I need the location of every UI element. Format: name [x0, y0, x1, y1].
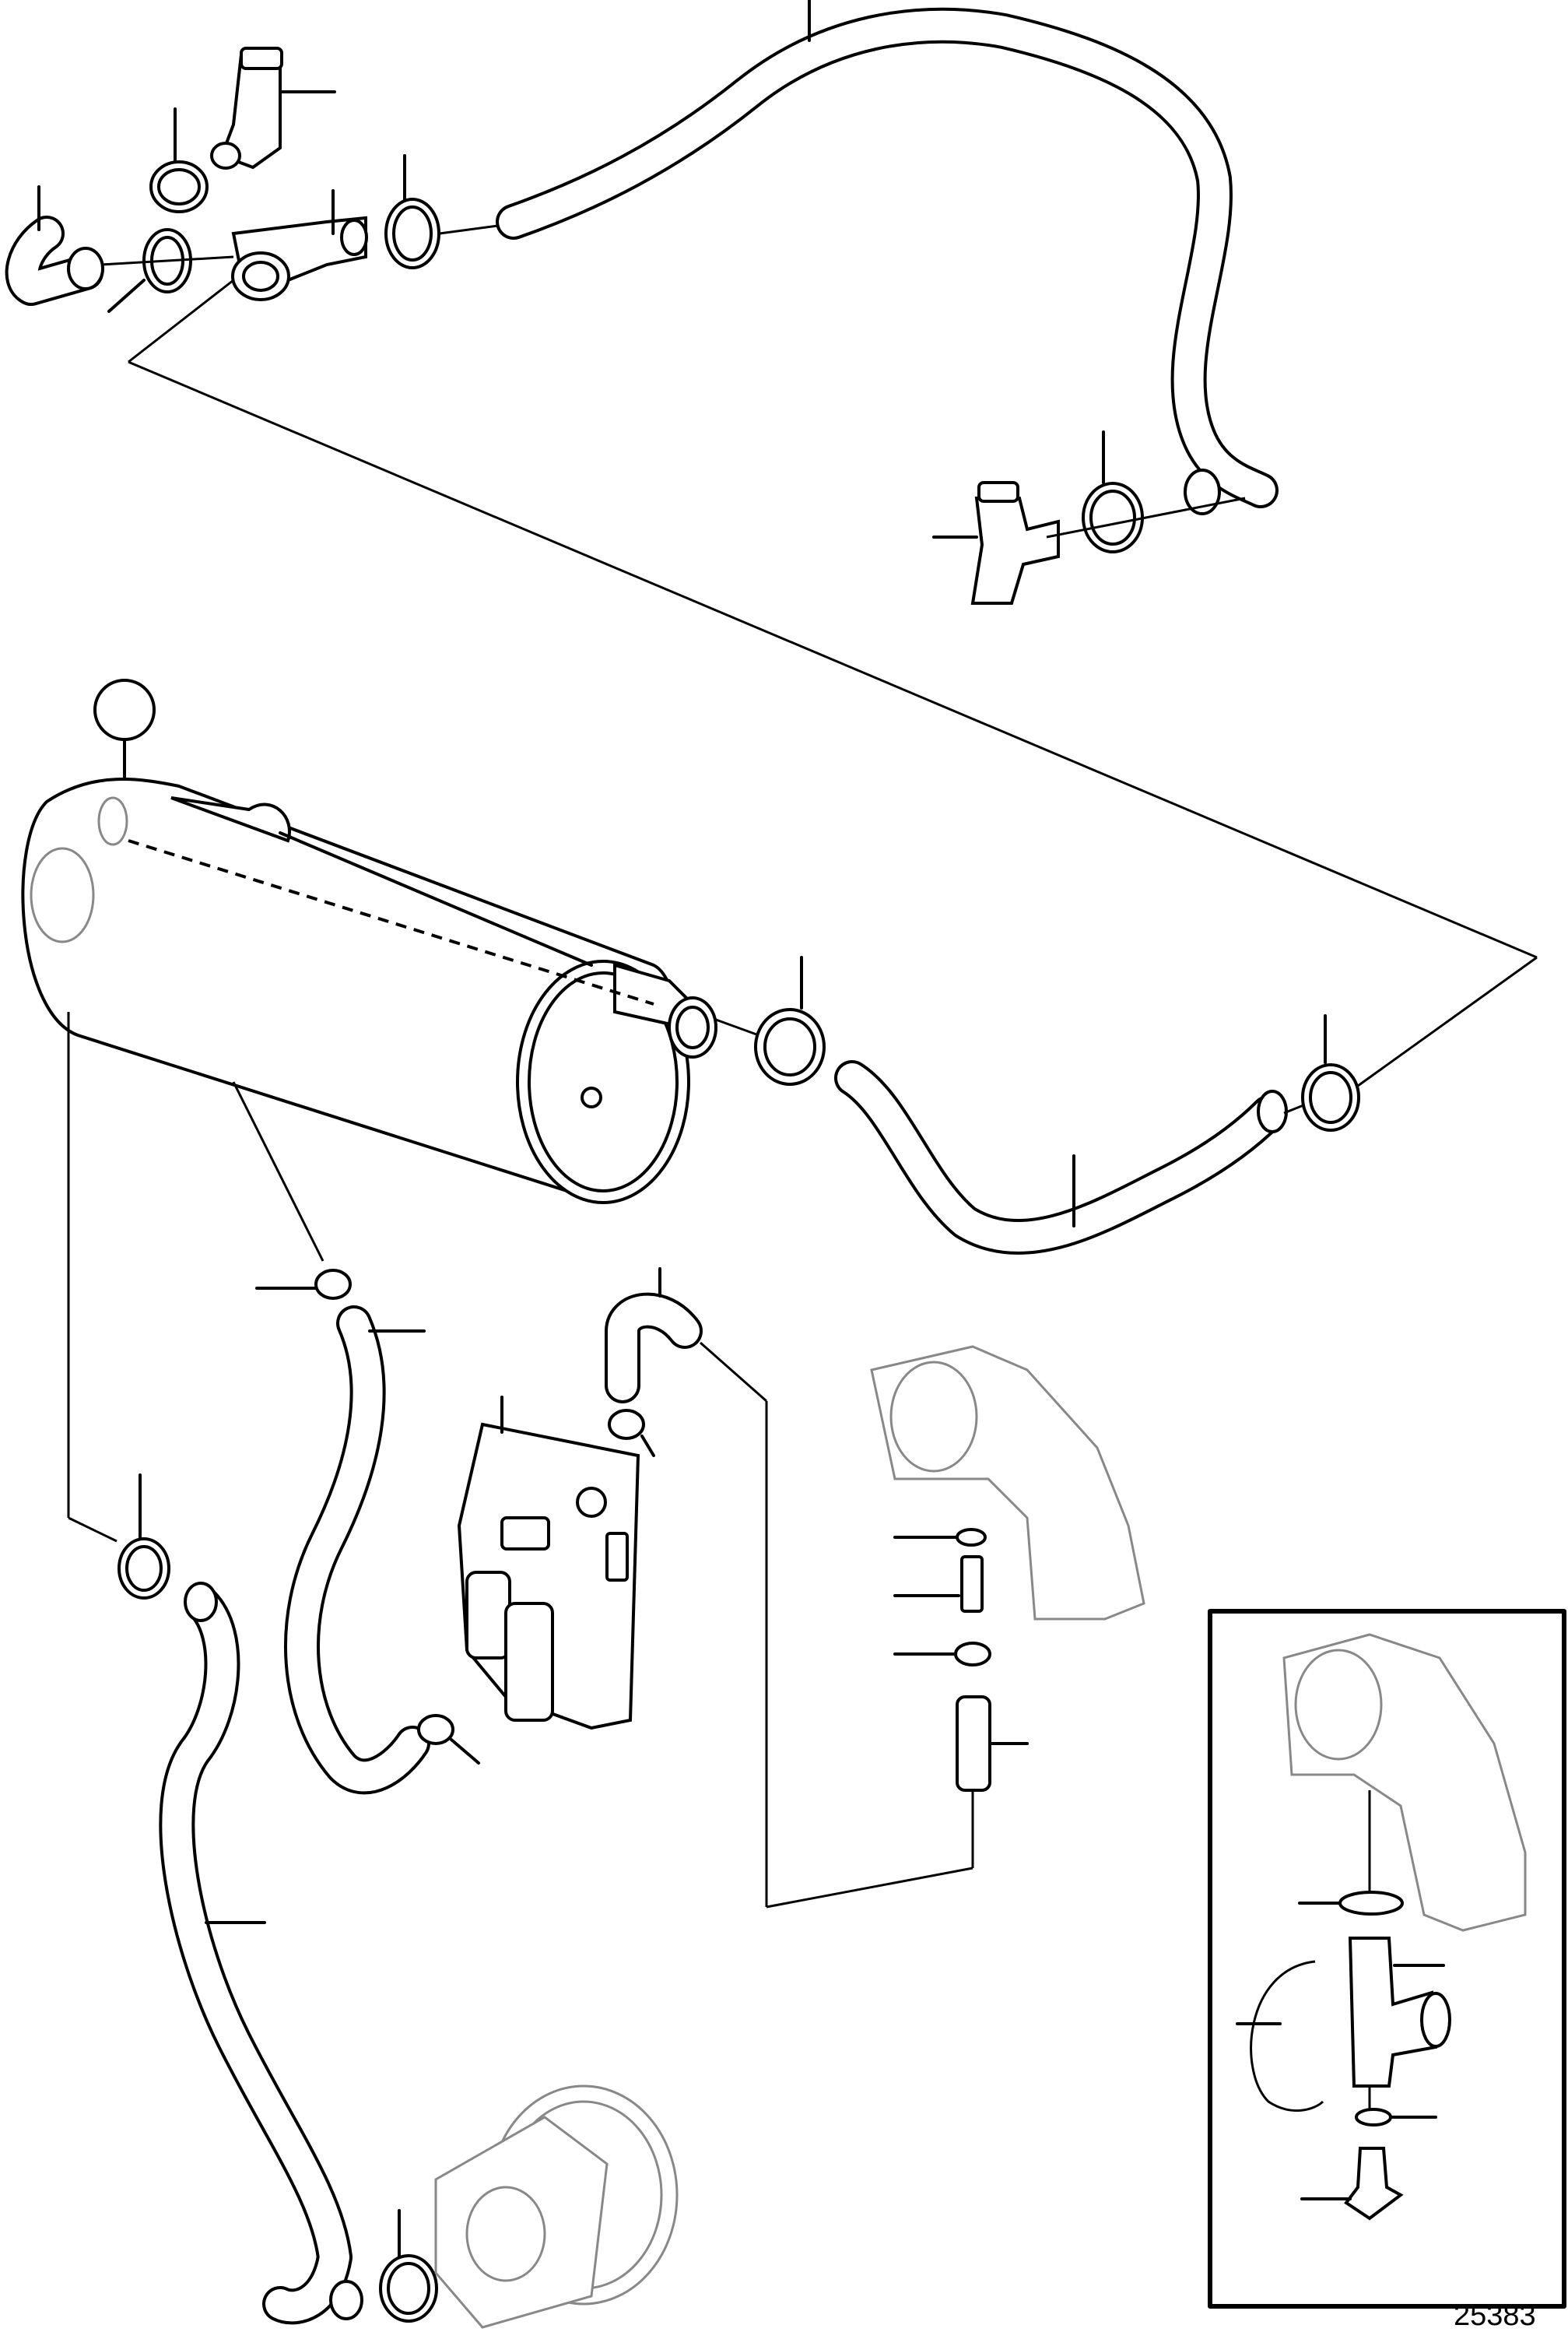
- reference-circle: [93, 679, 156, 741]
- top-hose-assembly: [5, 0, 1538, 959]
- retaining-clip: [1250, 1960, 1324, 2112]
- clamp-small: [954, 1642, 991, 1666]
- drain-plug: [1344, 2147, 1404, 2221]
- diagram-number: 25383: [1454, 2299, 1536, 2332]
- o-ring: [1355, 2108, 1392, 2127]
- o-ring: [956, 1528, 987, 1547]
- detail-inset: [1208, 1609, 1566, 2309]
- hose-clamp: [417, 1714, 454, 1745]
- nipple: [960, 1555, 984, 1613]
- elbow-fitting: [970, 497, 1060, 605]
- middle-components: [67, 1012, 1145, 1909]
- short-pipe: [956, 1695, 991, 1792]
- o-ring: [1338, 1891, 1404, 1916]
- expansion-tank: [21, 679, 717, 1204]
- inset-frame: [1208, 1609, 1566, 2309]
- hose-clamp: [314, 1269, 352, 1300]
- tank-outlet-hose-group: [715, 956, 1538, 1255]
- hose-clamp: [608, 1409, 645, 1440]
- lower-components: [118, 1473, 679, 2329]
